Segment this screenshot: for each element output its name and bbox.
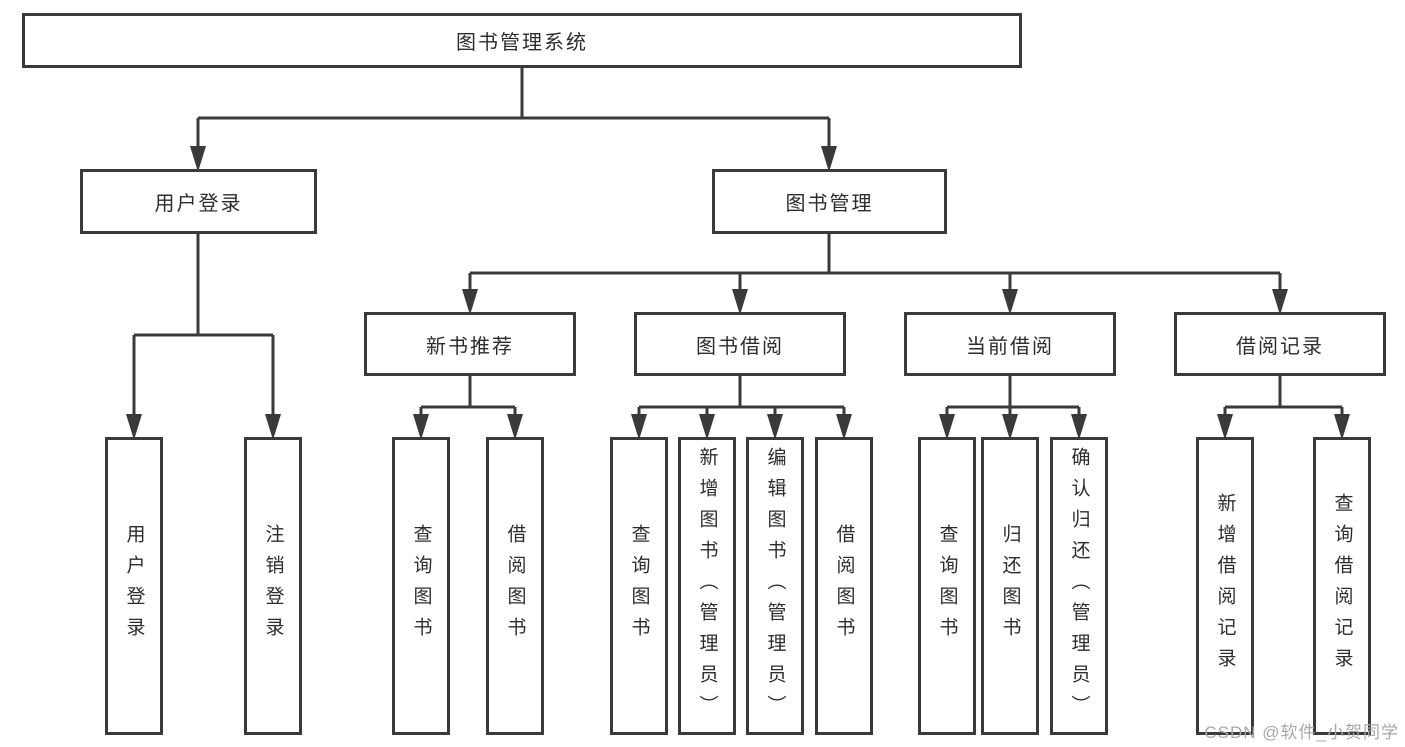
leaf-br-query-record: 查询借阅记录 [1313,437,1371,735]
leaf-cb-return-book: 归还图书 [981,437,1039,735]
arrow-down-icon [767,414,783,440]
arrow-down-icon [265,414,281,440]
arrow-down-icon [462,289,478,315]
arrow-down-icon [821,146,837,172]
node-book-borrow: 图书借阅 [634,312,846,376]
arrow-down-icon [1272,289,1288,315]
leaf-bb-add-book-admin: 新增图书（管理员） [678,437,736,735]
arrow-down-icon [1002,289,1018,315]
node-root: 图书管理系统 [22,13,1022,68]
arrow-down-icon [939,414,955,440]
arrow-down-icon [1071,414,1087,440]
node-borrow-record: 借阅记录 [1174,312,1386,376]
arrow-down-icon [126,414,142,440]
arrowheads [126,146,1350,440]
node-book-management: 图书管理 [712,169,947,234]
node-new-book-recommend: 新书推荐 [364,312,576,376]
arrow-down-icon [413,414,429,440]
arrow-down-icon [190,146,206,172]
arrow-down-icon [836,414,852,440]
connector-bookborrow-to-leaves [637,376,846,424]
connector-newbook-to-leaves [419,376,517,424]
arrow-down-icon [1002,414,1018,440]
arrow-down-icon [1334,414,1350,440]
leaf-logout: 注销登录 [244,437,302,735]
leaf-bb-edit-book-admin: 编辑图书（管理员） [746,437,804,735]
node-current-borrow: 当前借阅 [904,312,1116,376]
arrow-down-icon [1217,414,1233,440]
arrow-down-icon [699,414,715,440]
connector-bookmgmt-to-level3 [468,233,1282,299]
leaf-user-login: 用户登录 [105,437,163,735]
leaf-nbr-query-book: 查询图书 [392,437,450,735]
connector-root-to-level2 [196,68,831,156]
leaf-br-add-record: 新增借阅记录 [1196,437,1254,735]
node-user-login: 用户登录 [80,169,317,234]
leaf-cb-confirm-return-admin: 确认归还（管理员） [1050,437,1108,735]
connector-userlogin-to-leaves [132,234,275,424]
arrow-down-icon [507,414,523,440]
arrow-down-icon [732,289,748,315]
leaf-bb-borrow-book: 借阅图书 [815,437,873,735]
leaf-cb-query-book: 查询图书 [918,437,976,735]
arrow-down-icon [631,414,647,440]
leaf-bb-query-book: 查询图书 [610,437,668,735]
leaf-nbr-borrow-book: 借阅图书 [486,437,544,735]
connector-borrowrecord-to-leaves [1223,376,1344,424]
